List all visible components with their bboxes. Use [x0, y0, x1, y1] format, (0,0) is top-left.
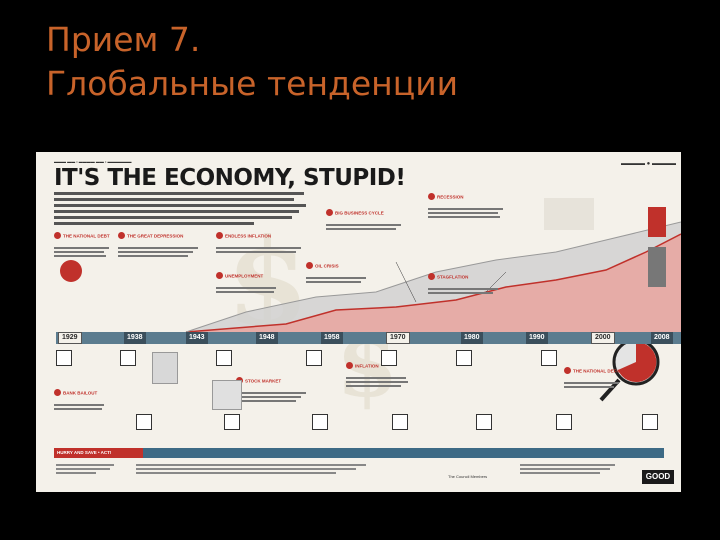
- intro-paragraph: [54, 192, 309, 228]
- slide-title-line1: Прием 7.: [46, 20, 201, 59]
- timeline-year: 1990: [526, 332, 548, 344]
- event-marker: [216, 232, 223, 240]
- publisher-credit: The Council Members: [448, 474, 488, 479]
- event-marker: [428, 193, 435, 201]
- event-label: BANK BAILOUT: [63, 390, 98, 396]
- president-icon: [120, 350, 136, 366]
- gas-pump-icon: [392, 414, 408, 430]
- poster-meta-line: ▬▬▬ ▬▬ • ▬▬▬▬ ▬▬ • ▬▬▬▬▬▬: [54, 159, 132, 164]
- slide-title-line2: Глобальные тенденции: [46, 64, 459, 103]
- event-label: OIL CRISIS: [315, 263, 339, 269]
- event-marker: [306, 262, 313, 270]
- event-marker: [54, 389, 61, 397]
- event-marker: [326, 209, 333, 217]
- event-label: THE NATIONAL DEBT: [63, 233, 110, 239]
- timeline-year: 1980: [461, 332, 483, 344]
- event-marker: [564, 367, 571, 375]
- event-label: BIG BUSINESS CYCLE: [335, 210, 384, 216]
- president-icon: [541, 350, 557, 366]
- gas-pump-icon: [312, 414, 328, 430]
- event-label: ENDLESS INFLATION: [225, 233, 272, 239]
- event-label: STOCK MARKET: [245, 378, 282, 384]
- timeline-year: 1929: [58, 332, 82, 344]
- debt-figure-icon: [60, 260, 82, 282]
- footer-notes: [520, 464, 620, 476]
- footer-notes: [56, 464, 116, 476]
- chart-area-red: [186, 234, 681, 332]
- infographic-poster: $ $ ▬▬▬ ▬▬ • ▬▬▬▬ ▬▬ • ▬▬▬▬▬▬ IT'S THE E…: [36, 152, 681, 492]
- timeline-bar: [56, 332, 681, 344]
- event-label: STAGFLATION: [437, 274, 469, 280]
- leader-line: [395, 261, 417, 303]
- mini-bar: [648, 247, 666, 287]
- event-marker: [54, 232, 61, 240]
- gas-pump-icon: [556, 414, 572, 430]
- event-marker: [346, 362, 353, 370]
- event-oil-crisis: OIL CRISIS: [306, 257, 376, 285]
- gas-pump-icon: [476, 414, 492, 430]
- prices-strip-header: HURRY AND SAVE • ACT!: [54, 448, 143, 458]
- timeline-year: 1970: [386, 332, 410, 344]
- event-inflation: INFLATION: [346, 357, 416, 389]
- event-label: INFLATION: [355, 363, 379, 369]
- event-stock-market: STOCK MARKET: [236, 372, 316, 404]
- timeline-year: 2008: [651, 332, 673, 344]
- mini-bar: [648, 207, 666, 237]
- president-icon: [56, 350, 72, 366]
- world-map: [544, 198, 594, 230]
- event-label: RECESSION: [437, 194, 464, 200]
- prices-strip: HURRY AND SAVE • ACT!: [54, 448, 664, 458]
- event-stagflation: STAGFLATION: [428, 268, 508, 296]
- event-great-depression: THE GREAT DEPRESSION: [118, 227, 208, 259]
- event-label: THE GREAT DEPRESSION: [127, 233, 184, 239]
- timeline-year: 1938: [124, 332, 146, 344]
- event-marker: [118, 232, 125, 240]
- event-national-debt: THE NATIONAL DEBT: [54, 227, 114, 259]
- event-unemployment: UNEMPLOYMENT: [216, 267, 286, 295]
- timeline-year: 1943: [186, 332, 208, 344]
- event-marker: [216, 272, 223, 280]
- slide-title: Прием 7. Глобальные тенденции: [46, 18, 686, 106]
- event-label: THE NATIONAL DEFICIT: [573, 368, 625, 374]
- stock-exchange-photo: [212, 380, 242, 410]
- timeline-year: 1958: [321, 332, 343, 344]
- president-icon: [456, 350, 472, 366]
- gas-pump-icon: [136, 414, 152, 430]
- event-business-cycle: BIG BUSINESS CYCLE: [326, 204, 406, 232]
- chart-line-gray: [185, 221, 681, 333]
- event-label: UNEMPLOYMENT: [225, 273, 264, 279]
- crowd-photo: [152, 352, 178, 384]
- event-marker: [428, 273, 435, 281]
- event-recession: RECESSION: [428, 188, 508, 220]
- timeline-year: 1948: [256, 332, 278, 344]
- event-bank-bailout: BANK BAILOUT: [54, 384, 114, 412]
- chart-line-red: [185, 233, 681, 333]
- event-endless-inflation: ENDLESS INFLATION: [216, 227, 306, 255]
- magnifier-pie: [618, 341, 657, 382]
- brand-mark: ▬▬▬▬ ● ▬▬▬▬: [621, 161, 676, 167]
- footer-notes: [136, 464, 376, 476]
- president-icon: [306, 350, 322, 366]
- good-logo: GOOD: [642, 470, 674, 484]
- event-national-deficit: THE NATIONAL DEFICIT: [564, 362, 634, 390]
- gas-pump-icon: [224, 414, 240, 430]
- president-icon: [216, 350, 232, 366]
- timeline-year: 2000: [591, 332, 615, 344]
- president-icon: [381, 350, 397, 366]
- gas-pump-icon: [642, 414, 658, 430]
